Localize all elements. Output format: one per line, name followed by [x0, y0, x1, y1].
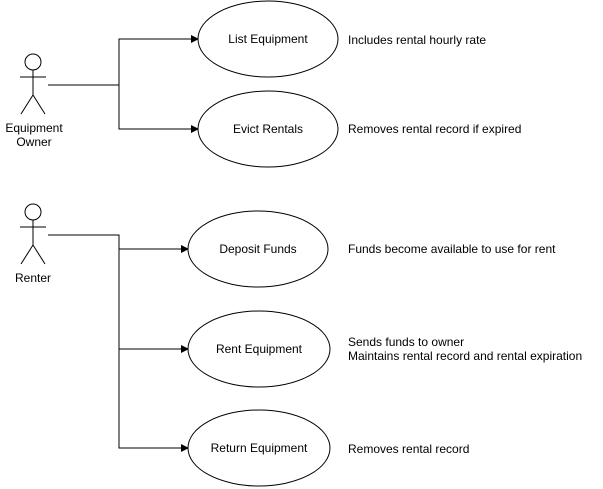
connector-owner-to-list [48, 35, 199, 86]
actor-name-line: Equipment [5, 121, 63, 135]
connector-renter-to-deposit [48, 234, 189, 253]
use-case-return-equipment[interactable]: Return Equipment [187, 409, 331, 487]
use-case-rent-equipment[interactable]: Rent Equipment [187, 310, 331, 388]
use-case-note: Removes rental record [348, 442, 469, 456]
use-case-note: Funds become available to use for rent [348, 242, 556, 256]
use-case-note: Includes rental hourly rate [348, 33, 486, 47]
actor-renter[interactable]: Renter [15, 203, 51, 285]
connector-renter-to-rent [48, 234, 189, 353]
use-case-note: Sends funds to owner [348, 335, 464, 349]
use-case-note: Removes rental record if expired [348, 122, 521, 136]
actor-figure-icon [20, 203, 46, 265]
connector-owner-to-evict [48, 84, 199, 133]
connector-renter-to-return [48, 234, 189, 452]
actor-name-line: Renter [15, 271, 51, 285]
actor-equipment-owner[interactable]: Equipment Owner [5, 53, 63, 149]
use-case-label: Rent Equipment [216, 342, 303, 356]
use-case-label: Evict Rentals [233, 122, 303, 136]
use-case-label: Deposit Funds [219, 242, 296, 256]
use-case-deposit-funds[interactable]: Deposit Funds [187, 210, 329, 288]
use-case-label: Return Equipment [211, 441, 308, 455]
use-case-evict-rentals[interactable]: Evict Rentals [197, 90, 339, 168]
connectors [48, 35, 199, 452]
use-case-label: List Equipment [228, 32, 308, 46]
actor-name-line: Owner [16, 135, 51, 149]
actor-figure-icon [20, 53, 46, 115]
use-case-list-equipment[interactable]: List Equipment [197, 0, 339, 78]
use-case-note: Maintains rental record and rental expir… [348, 349, 582, 363]
